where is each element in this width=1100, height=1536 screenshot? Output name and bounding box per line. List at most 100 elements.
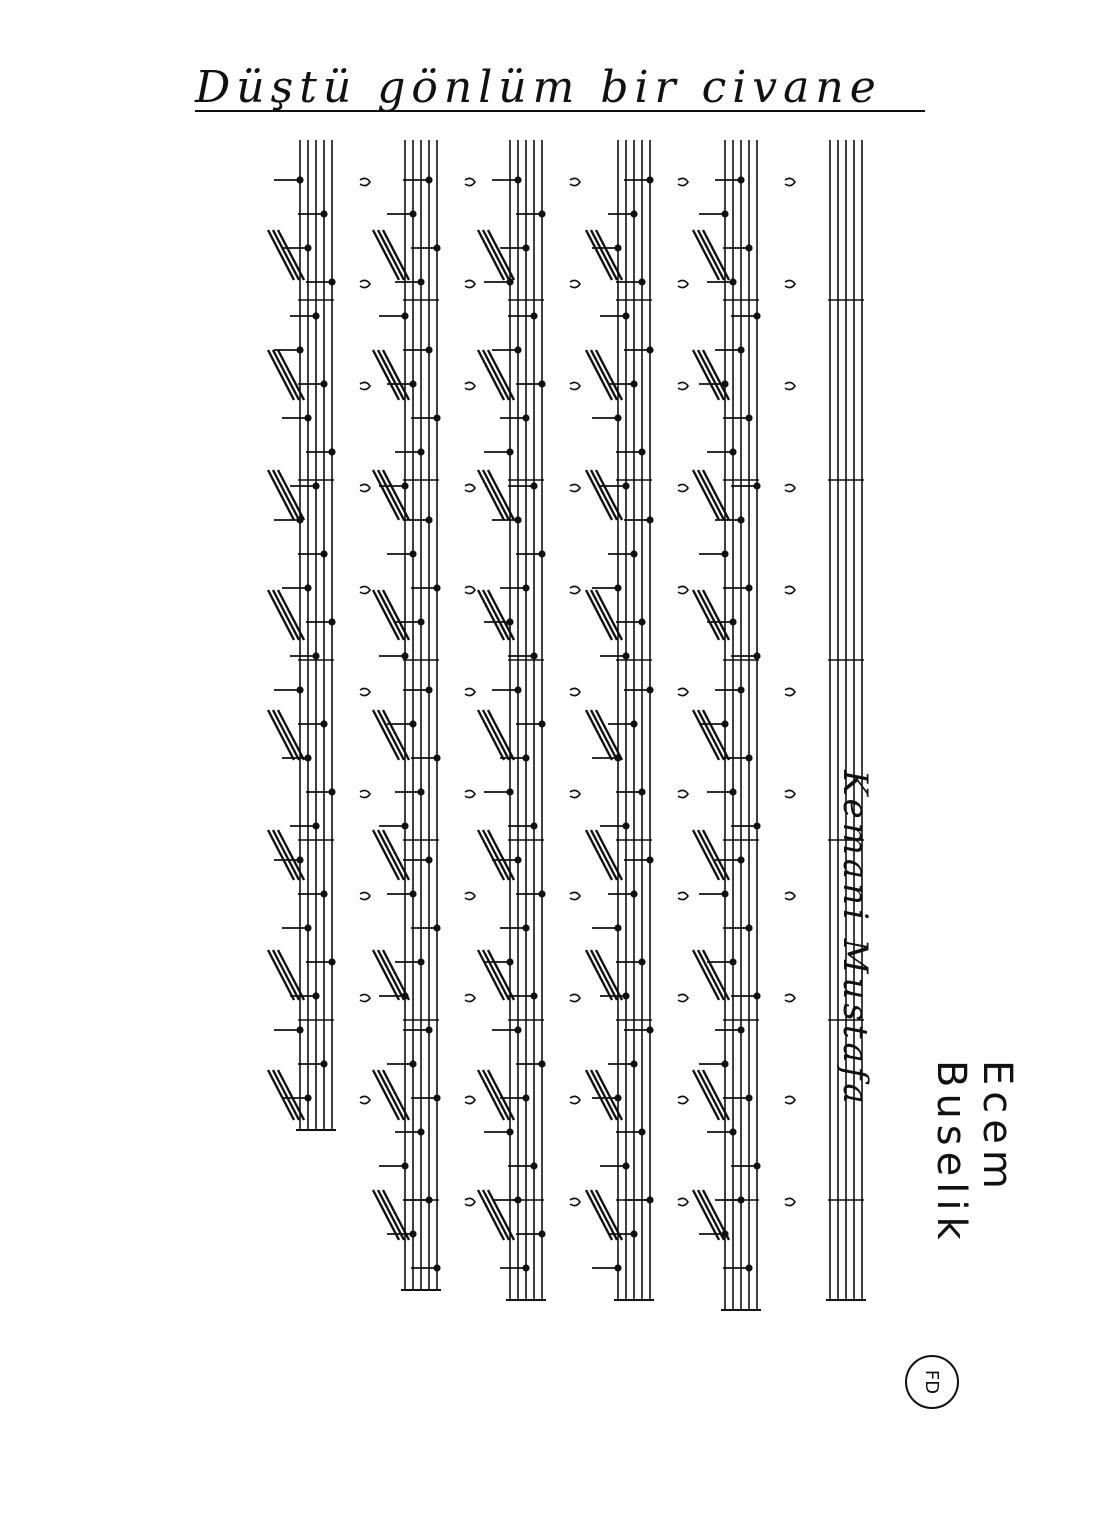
beam (691, 229, 721, 281)
beam (376, 709, 406, 761)
lyric-mark (677, 789, 689, 799)
beam (381, 229, 411, 281)
beam (276, 469, 306, 521)
beam (701, 709, 731, 761)
beam (476, 829, 506, 881)
beam (594, 229, 624, 281)
beam (701, 349, 731, 401)
beam (691, 1189, 721, 1241)
beam (476, 949, 506, 1001)
beam (589, 589, 619, 641)
beam (701, 949, 731, 1001)
beam (589, 469, 619, 521)
beam (371, 829, 401, 881)
beam (376, 349, 406, 401)
lyric-mark (359, 993, 371, 1003)
beam (266, 1069, 296, 1121)
beam (589, 1189, 619, 1241)
beam (486, 949, 516, 1001)
beam (594, 949, 624, 1001)
beam (376, 229, 406, 281)
lyric-mark (677, 1197, 689, 1207)
lyric-mark (359, 585, 371, 595)
lyric-mark (359, 1095, 371, 1105)
lyric-mark (464, 891, 476, 901)
staff-2 (371, 140, 476, 1291)
beam (481, 1069, 511, 1121)
beam (271, 949, 301, 1001)
beam (266, 709, 296, 761)
beam (589, 1069, 619, 1121)
staff-3 (476, 140, 581, 1301)
beam (371, 1069, 401, 1121)
beam (589, 229, 619, 281)
beam (594, 349, 624, 401)
beam (584, 469, 614, 521)
beam (481, 469, 511, 521)
beam (381, 949, 411, 1001)
lyric-mark (464, 789, 476, 799)
beam (691, 829, 721, 881)
beam (594, 709, 624, 761)
beam (266, 589, 296, 641)
beam (381, 829, 411, 881)
beam (371, 709, 401, 761)
beam (276, 949, 306, 1001)
beam (696, 1069, 726, 1121)
beam (486, 349, 516, 401)
lyric-mark (359, 279, 371, 289)
beam (481, 229, 511, 281)
lyric-mark (784, 993, 796, 1003)
beam (589, 829, 619, 881)
beam (376, 469, 406, 521)
beam (696, 349, 726, 401)
lyric-mark (784, 279, 796, 289)
beam (691, 709, 721, 761)
beam (266, 349, 296, 401)
beam (701, 229, 731, 281)
beam (266, 469, 296, 521)
beam (486, 469, 516, 521)
beam (696, 469, 726, 521)
beam (476, 229, 506, 281)
beam (376, 829, 406, 881)
beam (486, 1069, 516, 1121)
beam (271, 349, 301, 401)
lyric-mark (464, 381, 476, 391)
beam (691, 469, 721, 521)
lyric-mark (784, 891, 796, 901)
beam (276, 589, 306, 641)
beam (371, 349, 401, 401)
beam (701, 589, 731, 641)
beam (584, 1189, 614, 1241)
lyric-mark (784, 177, 796, 187)
beam (376, 1069, 406, 1121)
lyric-mark (569, 279, 581, 289)
beam (584, 949, 614, 1001)
beam (486, 229, 516, 281)
beam (266, 229, 296, 281)
lyric-mark (464, 483, 476, 493)
lyric-mark (677, 585, 689, 595)
beam (481, 709, 511, 761)
beam (584, 709, 614, 761)
lyric-mark (784, 585, 796, 595)
lyric-mark (464, 687, 476, 697)
beam (376, 949, 406, 1001)
beam (594, 589, 624, 641)
beam (476, 709, 506, 761)
beam (371, 949, 401, 1001)
staff-4 (584, 140, 689, 1301)
composer-name: Kemani Mustafa (835, 770, 875, 1108)
beam (271, 829, 301, 881)
lyric-mark (784, 381, 796, 391)
title-underline (195, 110, 925, 112)
lyric-mark (677, 1095, 689, 1105)
beam (276, 229, 306, 281)
beam (701, 829, 731, 881)
beam (276, 1069, 306, 1121)
lyric-mark (677, 381, 689, 391)
beam (371, 229, 401, 281)
beam (594, 1189, 624, 1241)
beam (476, 1069, 506, 1121)
